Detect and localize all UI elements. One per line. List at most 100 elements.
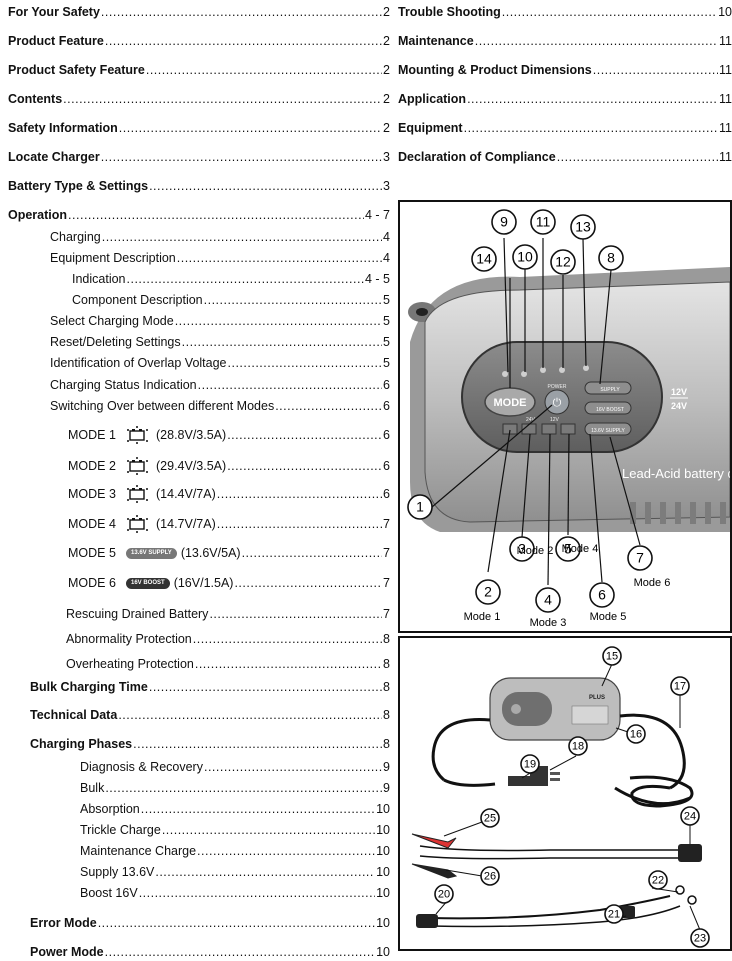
toc-leader-dots (155, 864, 375, 880)
callout-number: 23 (694, 932, 706, 944)
callout-number: 5 (564, 541, 572, 557)
toc-entry[interactable]: Equipment Description4 (50, 250, 390, 266)
toc-leader-dots (105, 944, 375, 960)
toc-entry[interactable]: Product Feature2 (8, 33, 390, 49)
toc-entry[interactable]: Switching Over between different Modes6 (50, 398, 390, 414)
toc-entry[interactable]: Declaration of Compliance11 (398, 149, 732, 165)
toc-page-number: 6 (383, 487, 390, 501)
toc-entry[interactable]: Overheating Protection8 (66, 656, 390, 672)
toc-entry[interactable]: Component Description5 (72, 292, 390, 308)
callout-circle (471, 246, 497, 272)
toc-entry[interactable]: Maintenance11 (398, 33, 732, 49)
toc-entry[interactable]: Equipment11 (398, 120, 732, 136)
mode-spec: (14.7V/7A) (156, 517, 216, 531)
toc-entry[interactable]: Mounting & Product Dimensions11 (398, 62, 732, 78)
mode-name: MODE 1 (68, 428, 116, 442)
toc-leader-dots (149, 178, 382, 194)
toc-page-number: 3 (383, 150, 390, 164)
callout-number: 14 (476, 251, 492, 267)
mode-1-caption: Mode 1 (464, 611, 501, 623)
toc-entry[interactable]: Select Charging Mode 5 (50, 313, 390, 329)
toc-entry-label: Rescuing Drained Battery (66, 607, 209, 621)
toc-entry-label: Battery Type & Settings (8, 179, 149, 193)
toc-entry[interactable]: Battery Type & Settings 3 (8, 178, 390, 194)
toc-entry-label: Contents (8, 92, 63, 106)
toc-entry[interactable]: For Your Safety2 (8, 4, 390, 20)
toc-mode-entry[interactable]: MODE 513.6V SUPPLY(13.6V/5A)7 (68, 545, 390, 561)
mode-name: MODE 4 (68, 517, 116, 531)
toc-entry[interactable]: Charging4 (50, 229, 390, 245)
toc-entry[interactable]: Maintenance Charge10 (80, 843, 390, 859)
toc-entry[interactable]: Reset/Deleting Settings5 (50, 334, 390, 350)
toc-entry[interactable]: Rescuing Drained Battery7 (66, 606, 390, 622)
toc-entry-label: Power Mode (30, 945, 104, 959)
toc-page-number: 4 - 7 (364, 208, 390, 222)
toc-leader-dots (105, 780, 382, 796)
toc-entry[interactable]: Power Mode 10 (30, 944, 390, 960)
callout-circle (550, 249, 576, 275)
toc-leader-dots (195, 656, 382, 672)
badge-12v: 12V (671, 387, 687, 397)
toc-entry[interactable]: Trouble Shooting10 (398, 4, 732, 20)
toc-entry[interactable]: Bulk Charging Time8 (30, 679, 390, 695)
toc-mode-entry[interactable]: MODE 3(14.4V/7A) 6 (68, 485, 390, 503)
toc-entry-label: Operation (8, 208, 68, 222)
toc-entry[interactable]: Abnormality Protection8 (66, 631, 390, 647)
toc-entry[interactable]: Supply 13.6V10 (80, 864, 390, 880)
toc-entry[interactable]: Contents2 (8, 91, 390, 107)
toc-entry[interactable]: Bulk9 (80, 780, 390, 796)
callout-number: 15 (606, 650, 618, 662)
toc-entry[interactable]: Application11 (398, 91, 732, 107)
toc-entry[interactable]: Diagnosis & Recovery9 (80, 759, 390, 775)
toc-entry-label: Absorption (80, 802, 140, 816)
toc-entry-label: Trickle Charge (80, 823, 161, 837)
mode-6-caption: Mode 6 (634, 577, 671, 589)
toc-leader-dots (467, 91, 718, 107)
toc-entry[interactable]: Locate Charger3 (8, 149, 390, 165)
toc-entry[interactable]: Charging Status Indication6 (50, 377, 390, 393)
toc-entry[interactable]: Boost 16V10 (80, 885, 390, 901)
appliance-connector (508, 776, 530, 786)
toc-page-number: 5 (383, 314, 390, 328)
power-button[interactable] (544, 389, 570, 415)
toc-page-number: 10 (376, 886, 390, 900)
toc-page-number: 2 (383, 121, 390, 135)
toc-entry[interactable]: Error Mode10 (30, 915, 390, 931)
toc-entry[interactable]: Product Safety Feature2 (8, 62, 390, 78)
toc-page-number: 4 - 5 (364, 272, 390, 286)
toc-entry[interactable]: Charging Phases8 (30, 736, 390, 752)
supply-label: SUPPLY (600, 387, 620, 393)
charger-panel-diagram: MODE ⏻ POWER 24V 12V SUPPLY 16V BOOST 13… (407, 209, 730, 629)
toc-entry[interactable]: Indication4 - 5 (72, 271, 390, 287)
callout-circle (530, 209, 556, 235)
callout-number: 12 (555, 254, 571, 270)
mode-label-group: MODE 3(14.4V/7A) (68, 485, 216, 503)
mode-button-label: MODE (494, 397, 527, 409)
toc-page-number: 10 (376, 945, 390, 959)
badge-24v: 24V (671, 401, 687, 411)
toc-entry[interactable]: Safety Information2 (8, 120, 390, 136)
toc-entry-label: Reset/Deleting Settings (50, 335, 181, 349)
toc-leader-dots (175, 313, 382, 329)
toc-page-number: 3 (383, 179, 390, 193)
toc-page-number: 2 (383, 63, 390, 77)
boost-label: 16V BOOST (596, 407, 624, 413)
toc-entry[interactable]: Identification of Overlap Voltage5 (50, 355, 390, 371)
toc-mode-entry[interactable]: MODE 2(29.4V/3.5A)6 (68, 457, 390, 475)
toc-leader-dots (141, 801, 375, 817)
mode-led-4 (560, 423, 576, 435)
toc-entry[interactable]: Trickle Charge10 (80, 822, 390, 838)
toc-entry[interactable]: Absorption10 (80, 801, 390, 817)
indicator-led (559, 367, 565, 373)
mode-name: MODE 2 (68, 459, 116, 473)
toc-entry-label: Equipment (398, 121, 463, 135)
toc-entry[interactable]: Operation 4 - 7 (8, 207, 390, 223)
mode-name: MODE 5 (68, 546, 116, 560)
toc-entry[interactable]: Technical Data8 (30, 707, 390, 723)
toc-mode-entry[interactable]: MODE 1(28.8V/3.5A)6 (68, 426, 390, 444)
toc-mode-entry[interactable]: MODE 4(14.7V/7A)7 (68, 515, 390, 533)
toc-entry-label: Select Charging Mode (50, 314, 174, 328)
ring-terminal (675, 885, 685, 895)
toc-leader-dots (182, 334, 382, 350)
